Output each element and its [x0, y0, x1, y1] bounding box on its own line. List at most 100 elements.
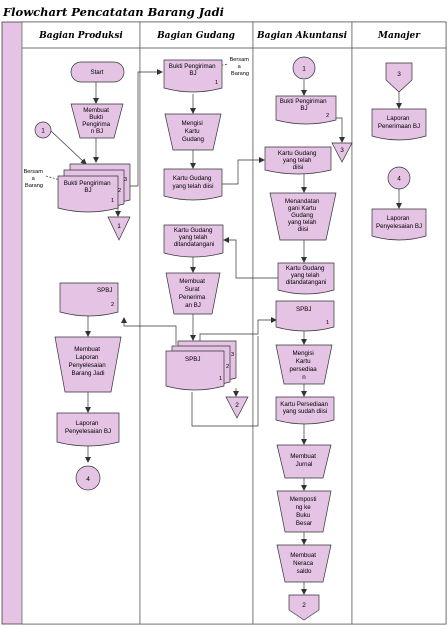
doc-label: SPBJ — [185, 356, 200, 363]
doc-line: yang telah — [283, 157, 312, 164]
note-line: Barang — [25, 183, 43, 189]
document-spbj — [275, 300, 335, 332]
flow-line — [128, 69, 163, 187]
document-kartu-gudang-ttd — [277, 262, 335, 295]
connector-label: 4 — [86, 476, 90, 483]
proc-line: Mengisi — [181, 120, 202, 127]
proc-line: Penerima — [179, 294, 206, 301]
proc-label: Membuat Surat Penerima an BJ — [179, 278, 207, 309]
proc-line: Pengirima — [82, 121, 110, 128]
produksi-shapes: Start Membuat Bukti Pengirima n BJ 1 Ber… — [24, 61, 131, 491]
doc-line: diisi — [293, 164, 304, 171]
proc-line: Mengisi — [292, 350, 313, 357]
offpage-connector-2 — [225, 396, 249, 419]
proc-line: diisi — [298, 226, 309, 233]
doc-number: 1 — [111, 198, 114, 204]
proc-line: Barang Jadi — [71, 370, 104, 377]
offpage-label: 3 — [397, 71, 401, 78]
flow-line — [222, 157, 265, 185]
proc-line: Laporan — [76, 354, 99, 361]
doc-line: ditandatangani — [174, 241, 215, 248]
doc-label: Bukti Pengiriman BJ — [64, 180, 113, 194]
flow-line — [121, 317, 177, 345]
proc-line: ng ke — [296, 504, 312, 511]
flow-line — [199, 317, 277, 346]
doc-label: Laporan Penerimaan BJ — [378, 115, 420, 130]
offpage-connector-3 — [331, 142, 353, 163]
note-line: Bersam — [230, 57, 250, 63]
proc-line: saldo — [297, 568, 312, 575]
proc-line: Membuat — [83, 107, 109, 114]
offpage-label: 3 — [340, 147, 344, 154]
doc-number: 2 — [118, 188, 121, 194]
diagram-title: Flowchart Pencatatan Barang Jadi — [3, 5, 225, 19]
proc-line: persediaa — [290, 366, 318, 373]
proc-line: Penyelesaian — [69, 362, 107, 369]
manual-process-posting — [276, 490, 332, 533]
connector-1 — [34, 121, 52, 139]
connector-4 — [75, 465, 101, 491]
connector-4 — [387, 166, 411, 190]
lane-gudang — [139, 21, 254, 625]
doc-line: Kartu Persediaan — [280, 401, 328, 408]
proc-line: Gudang — [182, 136, 205, 143]
doc-line: Bukti Pengiriman — [169, 63, 216, 70]
manual-process-kartu-persediaan — [275, 344, 333, 385]
doc-line: yang telah — [179, 234, 208, 241]
proc-line: Kartu — [296, 358, 311, 365]
offpage-label: 2 — [302, 602, 306, 609]
document-bukti-pengiriman — [275, 95, 337, 125]
document-kartu-gudang — [163, 168, 223, 201]
doc-line: Bukti Pengiriman — [64, 180, 111, 187]
doc-line: Laporan — [387, 115, 410, 122]
document-laporan-penyelesaian — [56, 412, 120, 447]
proc-line: Gudang — [291, 212, 314, 219]
doc-number: 2 — [226, 364, 229, 370]
document-bukti-pengiriman — [163, 59, 223, 93]
proc-line: Buku — [296, 512, 311, 519]
doc-line: Kartu Gudang — [173, 175, 212, 182]
doc-label: Laporan Penyelesaian BJ — [376, 215, 422, 230]
column-header-gudang: Bagian Gudang — [156, 31, 235, 41]
doc-line: Laporan — [76, 420, 99, 427]
doc-label: Kartu Gudang yang telah diisi — [173, 175, 214, 190]
column-header-produksi: Bagian Produksi — [38, 31, 123, 41]
doc-number: 3 — [124, 177, 127, 183]
start-terminator — [70, 61, 125, 83]
doc-label: SPBJ — [97, 287, 112, 294]
proc-label: Membuat Jurnal — [290, 453, 318, 468]
doc-label: Kartu Gudang yang telah ditandatangani — [174, 227, 215, 248]
manual-process-neraca — [276, 544, 332, 583]
connector-1 — [292, 56, 316, 80]
proc-label: Membuat Bukti Pengirima n BJ — [82, 107, 112, 135]
doc-line: Kartu Gudang — [278, 150, 317, 157]
doc-label: Laporan Penyelesaian BJ — [65, 420, 111, 435]
document-bukti-pengiriman — [57, 175, 119, 213]
proc-line: gani Kartu — [288, 205, 317, 212]
doc-line: ditandatangani — [286, 279, 327, 286]
doc-line: yang telah — [291, 272, 320, 279]
proc-line: Membuat — [290, 552, 316, 559]
doc-line: BJ — [84, 187, 91, 194]
document-kartu-gudang-ttd — [163, 224, 224, 258]
doc-label: Kartu Persediaan yang sudah diisi — [280, 401, 330, 415]
proc-line: Membuat — [74, 346, 100, 353]
flow-line — [223, 237, 278, 279]
doc-line: BJ — [189, 70, 196, 77]
flow-line — [336, 117, 345, 143]
connector-label: 1 — [302, 66, 306, 73]
proc-line: Menandatan — [285, 198, 320, 205]
proc-line: Jurnal — [296, 461, 313, 468]
document-kartu-persediaan — [275, 396, 335, 425]
proc-line: Neraca — [293, 560, 314, 567]
proc-label: Mengisi Kartu Gudang — [181, 120, 204, 143]
proc-line: n — [302, 374, 306, 381]
manual-process-jurnal — [276, 444, 332, 479]
doc-line: Kartu Gudang — [174, 227, 213, 234]
document-spbj — [165, 350, 225, 391]
document-spbj — [59, 282, 119, 317]
offpage-label: 2 — [235, 402, 239, 409]
doc-number: 1 — [215, 80, 218, 86]
proc-line: yang telah — [288, 219, 317, 226]
